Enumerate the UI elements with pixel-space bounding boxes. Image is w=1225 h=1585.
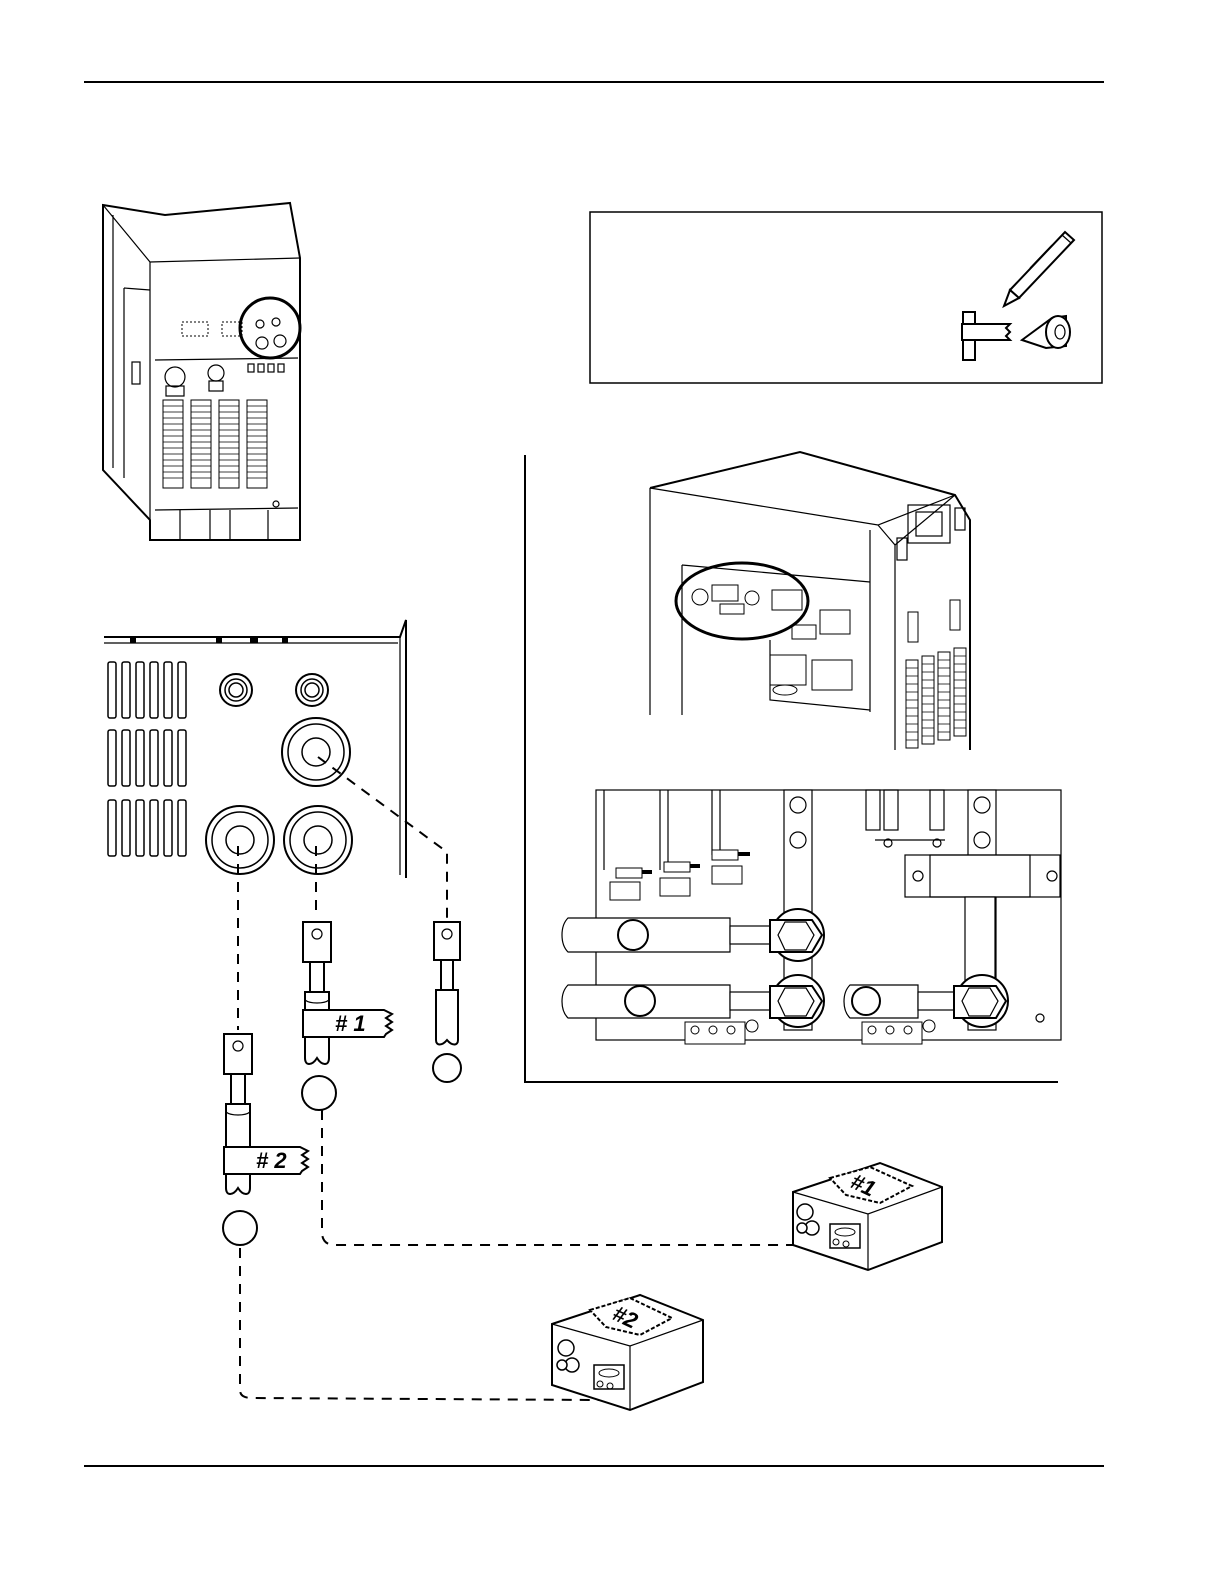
marking-note-box bbox=[590, 212, 1102, 383]
lead-2: # 2 bbox=[223, 1034, 308, 1245]
lead-2-to-box-2-dash bbox=[240, 1230, 600, 1400]
bus-bar-detail bbox=[562, 790, 1061, 1044]
lead-1-to-box-1-dash bbox=[322, 1110, 822, 1245]
connector-callout-circle bbox=[240, 298, 300, 358]
rear-connector-panel bbox=[104, 620, 406, 878]
remote-box-2: #2 bbox=[552, 1295, 703, 1410]
power-supply-rear-view bbox=[103, 203, 300, 540]
component-callout-ellipse bbox=[676, 563, 808, 639]
lead-1-tag-label: # 1 bbox=[335, 1011, 366, 1036]
pen-icon bbox=[1004, 232, 1074, 306]
lead-2-tag-label: # 2 bbox=[256, 1148, 287, 1173]
lead-1: # 1 bbox=[302, 922, 392, 1110]
lead-unlabeled bbox=[433, 922, 461, 1082]
tagged-wire-icon bbox=[962, 312, 1010, 360]
tape-roll-icon bbox=[1022, 316, 1070, 348]
cabinet-isometric-view bbox=[650, 452, 970, 750]
remote-box-1: #1 bbox=[793, 1163, 942, 1270]
